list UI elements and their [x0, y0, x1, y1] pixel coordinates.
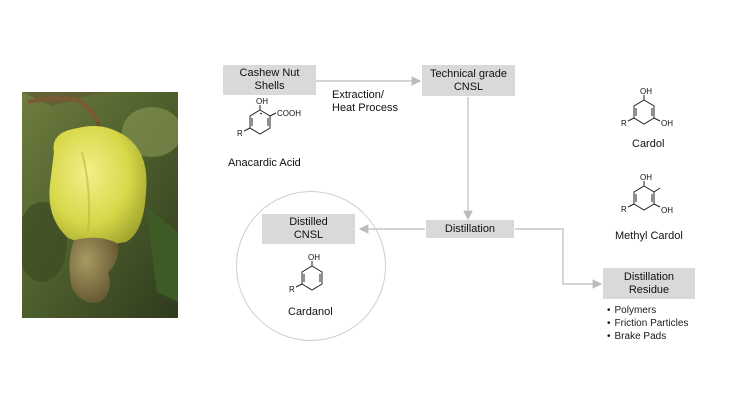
cardanol-highlight-circle: [236, 191, 386, 341]
methyl-cardol-label: Methyl Cardol: [615, 230, 683, 242]
technical-grade-cnsl-box: Technical grade CNSL: [422, 65, 515, 96]
svg-text:R: R: [237, 129, 243, 138]
distillation-residue-box: Distillation Residue: [603, 268, 695, 299]
svg-text:OH: OH: [640, 173, 652, 182]
distilled-cnsl-box: Distilled CNSL: [262, 214, 355, 244]
methyl-cardol-structure: OH OH R: [621, 173, 673, 215]
arrow-distillation-to-residue: [515, 228, 603, 289]
svg-text:OH: OH: [661, 119, 673, 128]
svg-text:OH: OH: [640, 87, 652, 96]
anacardic-acid-label: Anacardic Acid: [228, 157, 301, 169]
cardanol-structure: OH R: [289, 253, 323, 294]
extraction-label: Extraction/ Heat Process: [332, 89, 399, 114]
cashew-nut-shells-box: Cashew Nut Shells: [223, 65, 316, 95]
cardanol-label: Cardanol: [288, 306, 333, 318]
svg-text:OH: OH: [308, 253, 320, 262]
distillation-box: Distillation: [426, 220, 514, 238]
anacardic-acid-structure: OH COOH R: [237, 97, 301, 138]
residue-use-item: Friction Particles: [607, 317, 689, 330]
svg-text:COOH: COOH: [277, 109, 301, 118]
residue-uses-list: Polymers Friction Particles Brake Pads: [607, 304, 689, 343]
cardol-label: Cardol: [632, 138, 665, 150]
svg-text:OH: OH: [256, 97, 268, 106]
cashew-fruit-photo: [22, 92, 178, 318]
residue-use-item: Polymers: [607, 304, 688, 317]
svg-text:R: R: [621, 119, 627, 128]
cardol-structure: OH OH R: [621, 87, 673, 128]
svg-text:R: R: [289, 285, 295, 294]
svg-text:OH: OH: [661, 206, 673, 215]
residue-use-item: Brake Pads: [607, 330, 688, 343]
svg-text:R: R: [621, 205, 627, 214]
